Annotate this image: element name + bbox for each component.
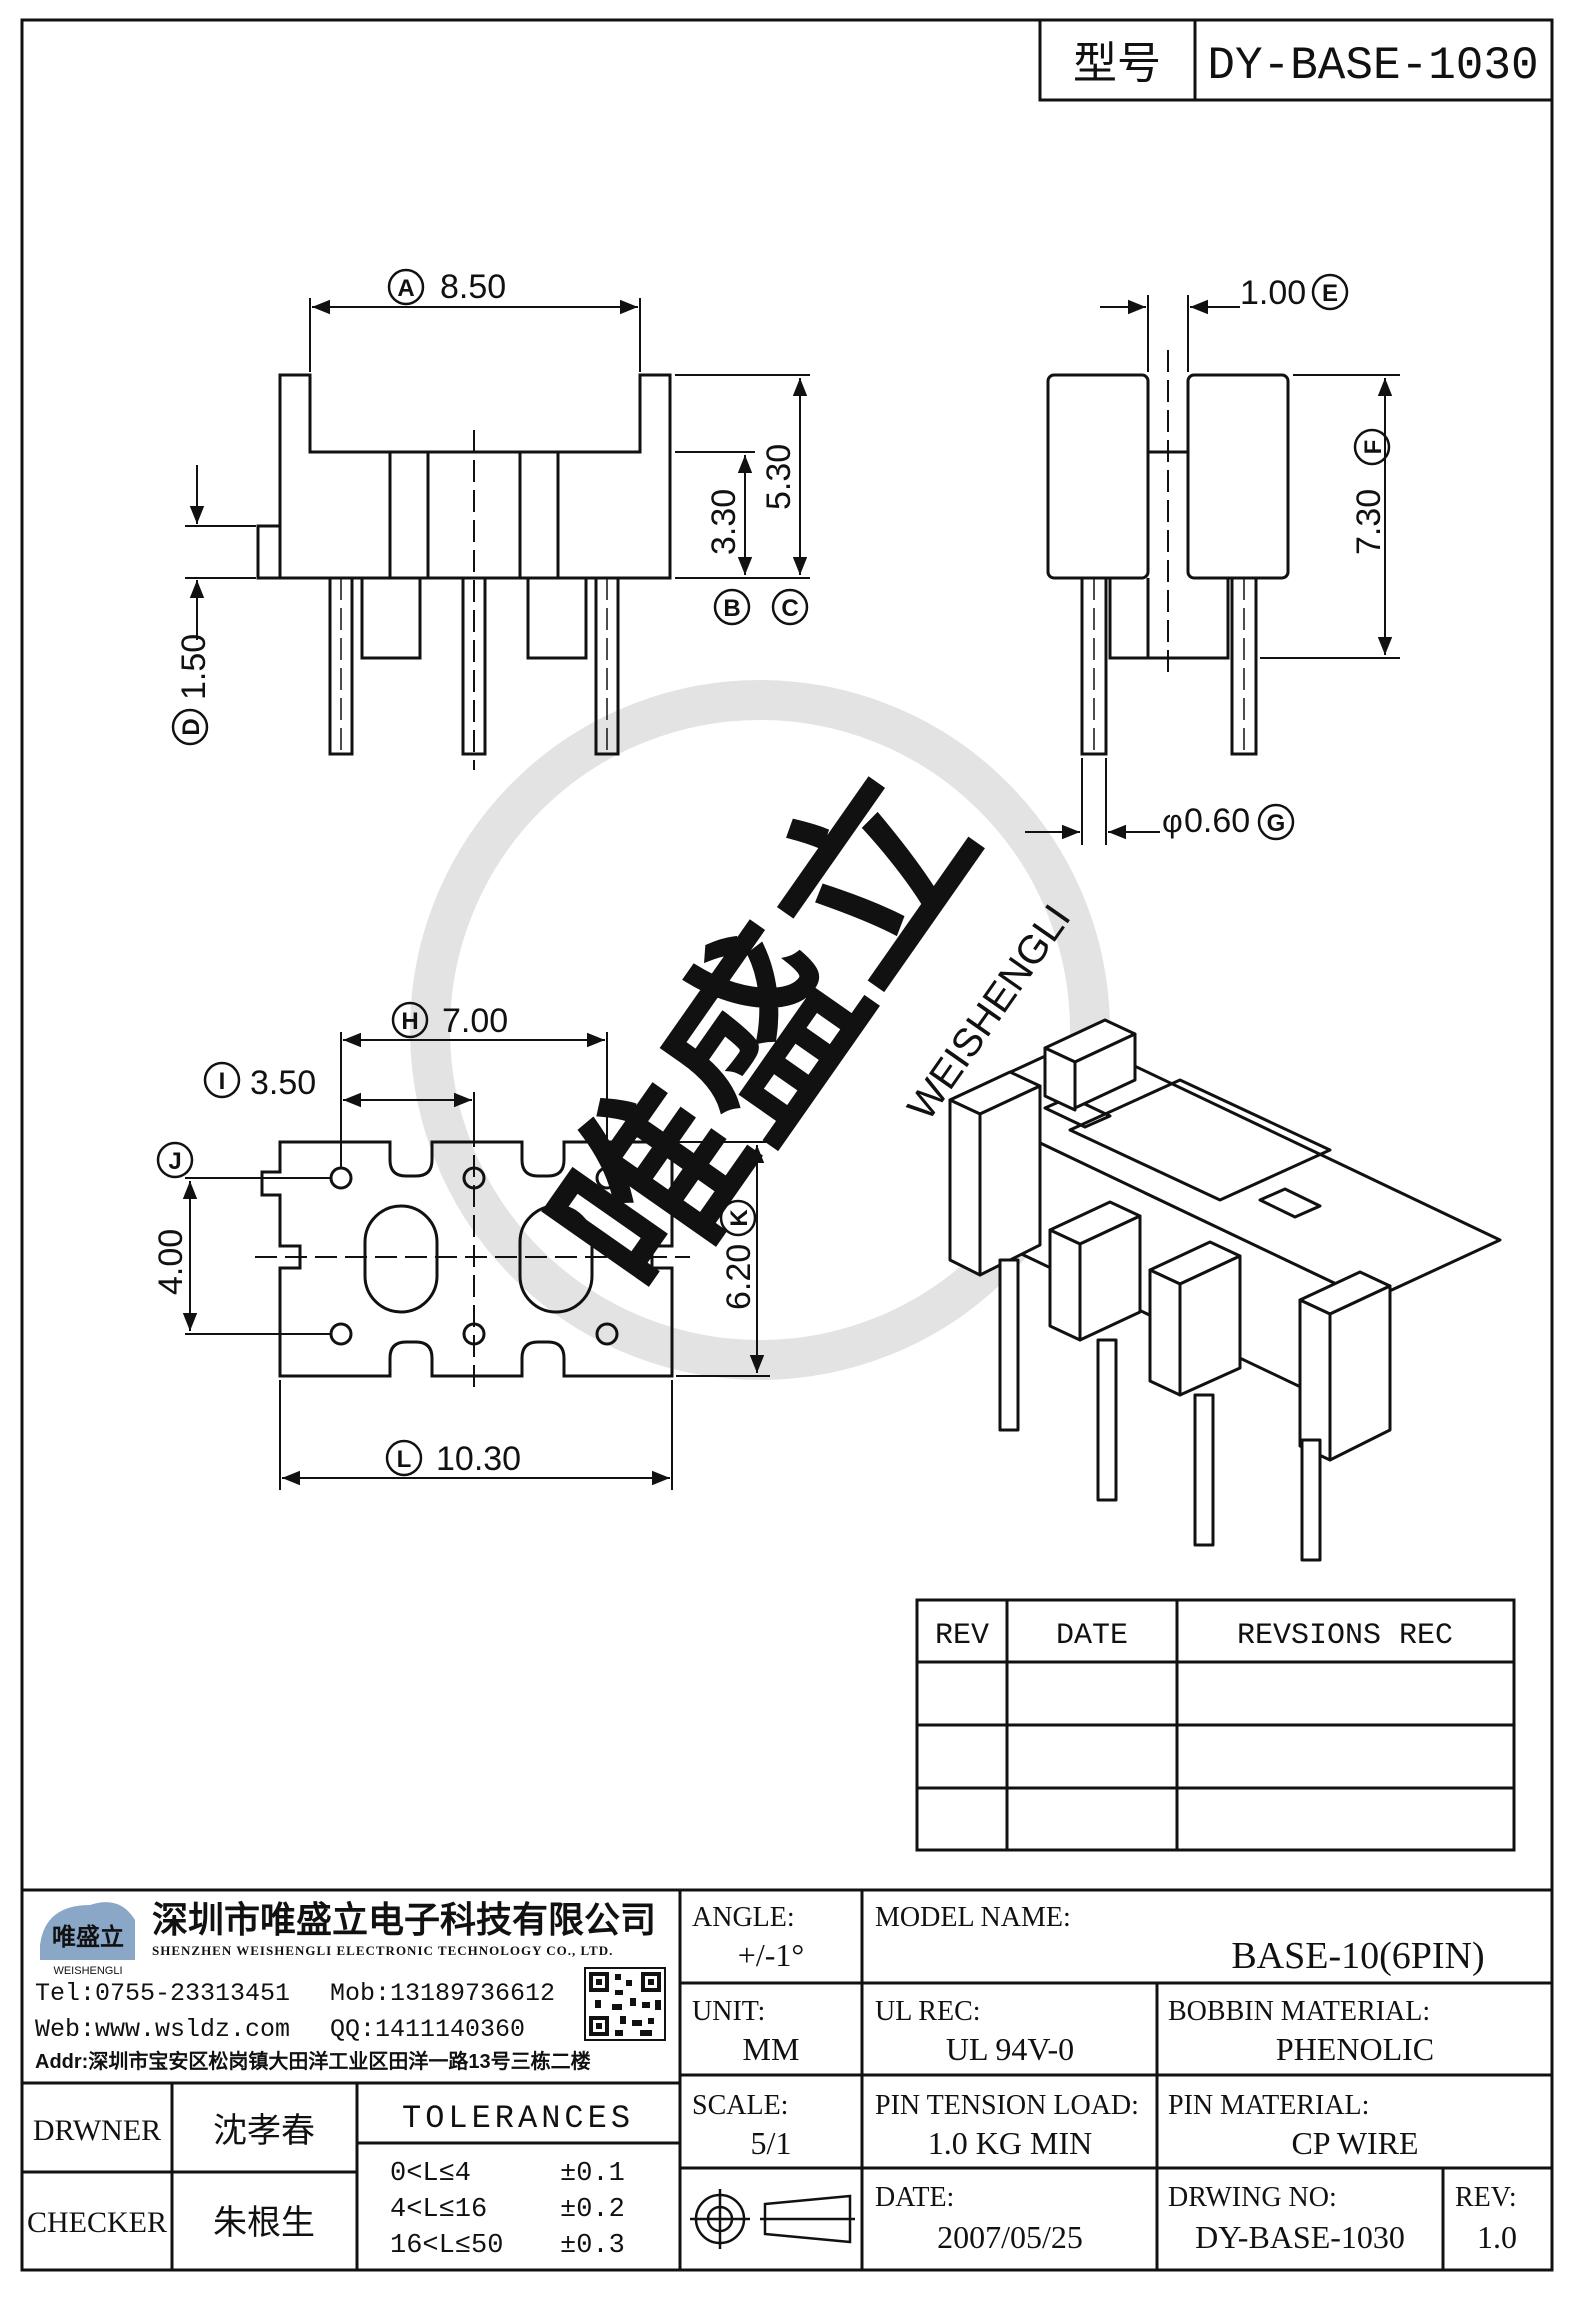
svg-text:E: E (1322, 280, 1338, 307)
title-block-grid (22, 1888, 1552, 2270)
svg-text:φ: φ (1162, 803, 1183, 839)
revision-table (915, 1598, 1516, 1852)
svg-text:J: J (168, 1148, 181, 1175)
angle-value: +/-1° (738, 1937, 804, 1973)
date-value: 2007/05/25 (937, 2219, 1083, 2255)
dim-G: φ 0.60 G (1162, 802, 1295, 841)
sheet-border (20, 18, 1554, 2272)
company-name-en: SHENZHEN WEISHENGLI ELECTRONIC TECHNOLOG… (152, 1943, 613, 1958)
drawer-label: DRWNER (33, 2114, 161, 2147)
tol-range-2: 4<L≤16 (390, 2195, 487, 2225)
rev-label: REV: (1455, 2182, 1517, 2213)
checker-value: 朱根生 (213, 2204, 315, 2242)
front-view (185, 298, 810, 770)
dim-C: 5.30 C (760, 444, 809, 626)
rev-header-rev: REV (935, 1619, 989, 1653)
tol-value-3: ±0.3 (560, 2231, 625, 2261)
company-tel: Tel:0755-23313451 (35, 1979, 290, 2008)
dim-L: L 10.30 (385, 1439, 521, 1478)
dim-H: H 7.00 (391, 1001, 508, 1040)
svg-text:B: B (723, 595, 740, 622)
svg-text:1.00: 1.00 (1240, 274, 1306, 312)
company-mob: Mob:13189736612 (330, 1979, 555, 2008)
rev-header-rec: REVSIONS REC (1237, 1619, 1453, 1653)
svg-text:3.30: 3.30 (705, 489, 743, 555)
company-addr: Addr:深圳市宝安区松岗镇大田洋工业区田洋一路13号三栋二楼 (35, 2049, 591, 2073)
side-view (1025, 295, 1400, 845)
bobbin-value: PHENOLIC (1276, 2031, 1434, 2067)
pin-tension-label: PIN TENSION LOAD: (875, 2090, 1139, 2121)
scale-value: 5/1 (751, 2125, 792, 2161)
dim-B: 3.30 B (705, 489, 751, 626)
drawer-value: 沈孝春 (213, 2112, 315, 2150)
svg-text:1.50: 1.50 (175, 634, 213, 700)
svg-text:8.50: 8.50 (440, 268, 506, 306)
model-value: DY-BASE-1030 (1207, 40, 1538, 92)
model-header: 型号 DY-BASE-1030 (1038, 18, 1554, 102)
svg-text:WEISHENGLI: WEISHENGLI (53, 1965, 122, 1977)
tol-range-1: 0<L≤4 (390, 2159, 471, 2189)
svg-text:10.30: 10.30 (436, 1440, 521, 1478)
svg-text:C: C (781, 595, 798, 622)
bottom-view (182, 1032, 770, 1490)
pin-material-value: CP WIRE (1291, 2125, 1418, 2161)
model-label: 型号 (1073, 39, 1161, 88)
date-label: DATE: (875, 2182, 954, 2213)
dim-J: J 4.00 (152, 1141, 194, 1295)
svg-text:7.30: 7.30 (1350, 489, 1388, 555)
dim-I: I 3.50 (203, 1061, 316, 1102)
svg-text:I: I (219, 1068, 226, 1095)
svg-text:F: F (1360, 440, 1387, 455)
scale-label: SCALE: (692, 2090, 788, 2121)
pin-material-label: PIN MATERIAL: (1168, 2090, 1369, 2121)
svg-text:A: A (397, 275, 414, 302)
watermark-cn: 唯盛立 (514, 739, 1015, 1328)
dim-D: 1.50 D (171, 634, 213, 746)
drawing-no-value: DY-BASE-1030 (1195, 2219, 1405, 2255)
company-name-cn: 深圳市唯盛立电子科技有限公司 (152, 1899, 656, 1940)
unit-label: UNIT: (692, 1996, 765, 2027)
qr-code (584, 1967, 666, 2041)
dim-K: K 6.20 (719, 1199, 758, 1310)
ul-value: UL 94V-0 (946, 2031, 1074, 2067)
svg-text:7.00: 7.00 (442, 1002, 508, 1040)
svg-text:唯盛立: 唯盛立 (52, 1923, 124, 1951)
checker-label: CHECKER (27, 2206, 167, 2239)
tol-value-2: ±0.2 (560, 2195, 625, 2225)
ul-label: UL REC: (875, 1996, 981, 2027)
dim-A: A 8.50 (387, 268, 506, 306)
model-name-value: BASE-10(6PIN) (1231, 1935, 1484, 1977)
drawing-no-label: DRWING NO: (1168, 2182, 1337, 2213)
svg-text:H: H (401, 1008, 418, 1035)
svg-text:K: K (726, 1209, 753, 1227)
svg-text:6.20: 6.20 (720, 1244, 758, 1310)
company-logo: 唯盛立 WEISHENGLI (40, 1902, 135, 1977)
pin-tension-value: 1.0 KG MIN (928, 2125, 1092, 2161)
bobbin-label: BOBBIN MATERIAL: (1168, 1996, 1430, 2027)
company-qq: QQ:1411140360 (330, 2015, 525, 2044)
tolerances-label: TOLERANCES (402, 2100, 634, 2137)
unit-value: MM (743, 2031, 800, 2067)
svg-text:0.60: 0.60 (1184, 802, 1250, 840)
company-web: Web:www.wsldz.com (35, 2015, 290, 2044)
angle-label: ANGLE: (692, 1902, 795, 1933)
svg-text:5.30: 5.30 (760, 444, 798, 510)
rev-header-date: DATE (1056, 1619, 1128, 1653)
svg-text:G: G (1267, 810, 1286, 837)
isometric-view (948, 1018, 1502, 1562)
projection-symbol-icon (690, 2189, 855, 2249)
svg-text:D: D (178, 718, 205, 735)
tol-value-1: ±0.1 (560, 2159, 625, 2189)
dim-F: F 7.30 (1350, 428, 1391, 555)
rev-value: 1.0 (1477, 2219, 1517, 2255)
tol-range-3: 16<L≤50 (390, 2231, 503, 2261)
dim-E: 1.00 E (1240, 273, 1349, 312)
model-name-label: MODEL NAME: (875, 1902, 1071, 1933)
svg-text:L: L (397, 1446, 412, 1473)
svg-text:4.00: 4.00 (152, 1229, 190, 1295)
svg-text:3.50: 3.50 (250, 1064, 316, 1102)
